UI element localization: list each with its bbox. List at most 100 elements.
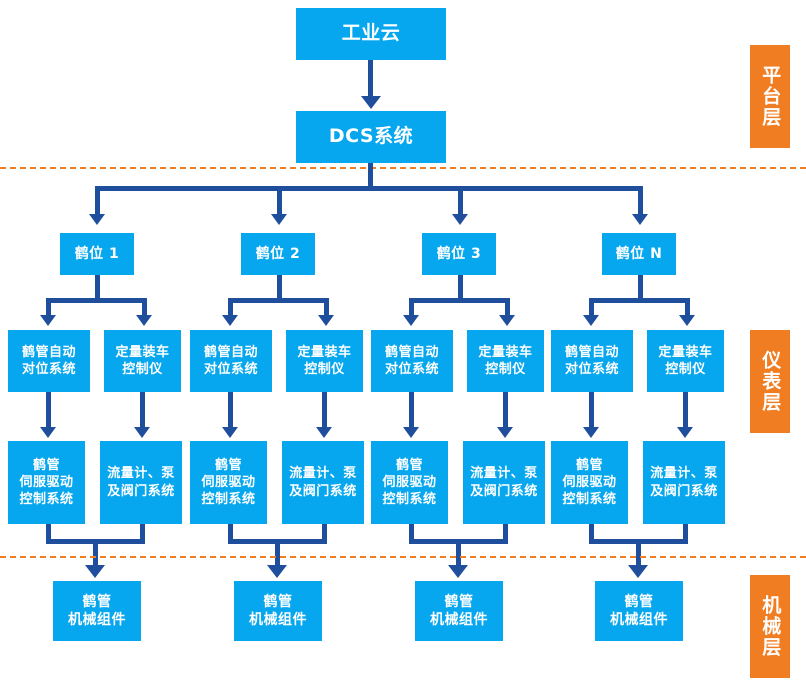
node-mechanical-assembly-4[interactable]: 鹤管 机械组件 [595,581,683,641]
divider-instrument-mechanical [0,556,806,558]
node-label-line1: 定量装车 [297,344,352,360]
node-label-line2: 及阀门系统 [650,483,718,499]
node-label-line1: 定量装车 [478,344,533,360]
node-label-line1: 鹤管 [395,457,423,473]
layer-tag-char: 仪表层 [759,350,782,413]
connector-bay-3-trunk [458,275,463,298]
arrowhead-mech-1 [85,565,105,578]
connector-bay-3-right [505,298,510,317]
node-loading-ctrl-3[interactable]: 定量装车 控制仪 [467,330,544,392]
node-label-line1: 鹤管 [82,593,112,610]
connector-merge-1-trunk [93,539,98,567]
connector-drive-2a-down [228,524,233,544]
node-auto-align-1[interactable]: 鹤管自动 对位系统 [8,330,90,392]
arrowhead-cloud-to-dcs [361,96,381,109]
connector-instr-1b-to-drive [140,392,145,429]
connector-bay-1-bus [46,298,147,303]
node-loading-ctrl-1[interactable]: 定量装车 控制仪 [104,330,181,392]
node-servo-drive-3[interactable]: 鹤管 伺服驱动 控制系统 [371,441,448,524]
node-servo-drive-2[interactable]: 鹤管 伺服驱动 控制系统 [190,441,267,524]
node-label-line2: 及阀门系统 [470,483,538,499]
node-label-line2: 对位系统 [21,362,76,377]
node-label-line2: 机械组件 [430,612,488,628]
connector-instr-1a-to-drive [46,392,51,429]
arrowhead-bay-1 [89,214,105,225]
node-valve-system-3[interactable]: 流量计、泵 及阀门系统 [463,441,545,524]
node-loading-ctrl-2[interactable]: 定量装车 控制仪 [286,330,363,392]
node-auto-align-4[interactable]: 鹤管自动 对位系统 [551,330,633,392]
connector-bus-to-bay-3 [458,186,463,216]
node-label-line1: 流量计、泵 [289,466,357,482]
connector-bay-1-left [46,298,51,317]
connector-bay-3-left [409,298,414,317]
node-mechanical-assembly-1[interactable]: 鹤管 机械组件 [53,581,141,641]
node-loading-ctrl-4[interactable]: 定量装车 控制仪 [647,330,724,392]
connector-instr-2a-to-drive [228,392,233,429]
node-valve-system-2[interactable]: 流量计、泵 及阀门系统 [282,441,364,524]
arrowhead-drive-3a [403,427,419,438]
arrowhead-bay-3-left [403,315,419,326]
node-label: 工业云 [341,22,401,45]
divider-platform-instrument [0,167,806,169]
connector-merge-3-trunk [456,539,461,567]
node-label: 鹤位 N [615,245,663,262]
arrowhead-drive-3b [497,427,513,438]
arrowhead-bay-4 [632,214,648,225]
arrowhead-drive-4a [583,427,599,438]
node-label-line2: 机械组件 [610,612,668,628]
connector-bus-to-bay-1 [95,186,100,216]
node-dcs-system[interactable]: DCS系统 [296,111,446,163]
arrowhead-drive-1b [134,427,150,438]
node-bay-1[interactable]: 鹤位 1 [60,233,134,275]
arrowhead-bay-3 [452,214,468,225]
node-label-line1: 流量计、泵 [650,466,718,482]
arrowhead-bay-2-left [222,315,238,326]
node-valve-system-4[interactable]: 流量计、泵 及阀门系统 [643,441,725,524]
node-label-line3: 控制系统 [562,492,617,508]
node-label-line2: 对位系统 [384,362,439,377]
node-label-line2: 控制仪 [122,362,163,377]
node-servo-drive-1[interactable]: 鹤管 伺服驱动 控制系统 [8,441,85,524]
node-mechanical-assembly-3[interactable]: 鹤管 机械组件 [415,581,503,641]
node-bay-3[interactable]: 鹤位 3 [422,233,496,275]
node-label-line2: 对位系统 [564,362,619,377]
layer-tag-char: 平台层 [759,65,782,128]
connector-bus-to-bay-2 [277,186,282,216]
node-servo-drive-4[interactable]: 鹤管 伺服驱动 控制系统 [551,441,628,524]
connector-bay-4-bus [589,298,690,303]
connector-dcs-trunk [368,163,373,186]
connector-merge-4-trunk [636,539,641,567]
connector-instr-3a-to-drive [409,392,414,429]
connector-bay-2-left [228,298,233,317]
node-label-line2: 伺服驱动 [382,474,437,490]
layer-tag-mechanical: 机械层 [750,575,790,678]
node-auto-align-2[interactable]: 鹤管自动 对位系统 [190,330,272,392]
node-label-line1: 鹤管 [214,457,242,473]
connector-bay-3-bus [409,298,510,303]
arrowhead-bay-4-right [679,315,695,326]
node-industrial-cloud[interactable]: 工业云 [296,8,446,60]
arrowhead-drive-4b [677,427,693,438]
node-mechanical-assembly-2[interactable]: 鹤管 机械组件 [234,581,322,641]
connector-instr-4a-to-drive [589,392,594,429]
connector-drive-1a-down [46,524,51,544]
connector-merge-2-trunk [275,539,280,567]
arrowhead-drive-1a [40,427,56,438]
node-auto-align-3[interactable]: 鹤管自动 对位系统 [371,330,453,392]
node-label-line2: 伺服驱动 [562,474,617,490]
node-label-line2: 对位系统 [203,362,258,377]
node-label-line1: 鹤管自动 [384,344,439,360]
arrowhead-mech-4 [628,565,648,578]
node-label-line1: 鹤管 [263,593,293,610]
node-label-line2: 伺服驱动 [19,474,74,490]
node-label-line1: 定量装车 [115,344,170,360]
connector-instr-2b-to-drive [322,392,327,429]
node-label-line2: 机械组件 [68,612,126,628]
connector-cloud-to-dcs [368,60,373,98]
node-valve-system-1[interactable]: 流量计、泵 及阀门系统 [100,441,182,524]
connector-bay-2-right [324,298,329,317]
connector-bus-to-bay-4 [638,186,643,216]
node-bay-4[interactable]: 鹤位 N [602,233,676,275]
node-bay-2[interactable]: 鹤位 2 [241,233,315,275]
